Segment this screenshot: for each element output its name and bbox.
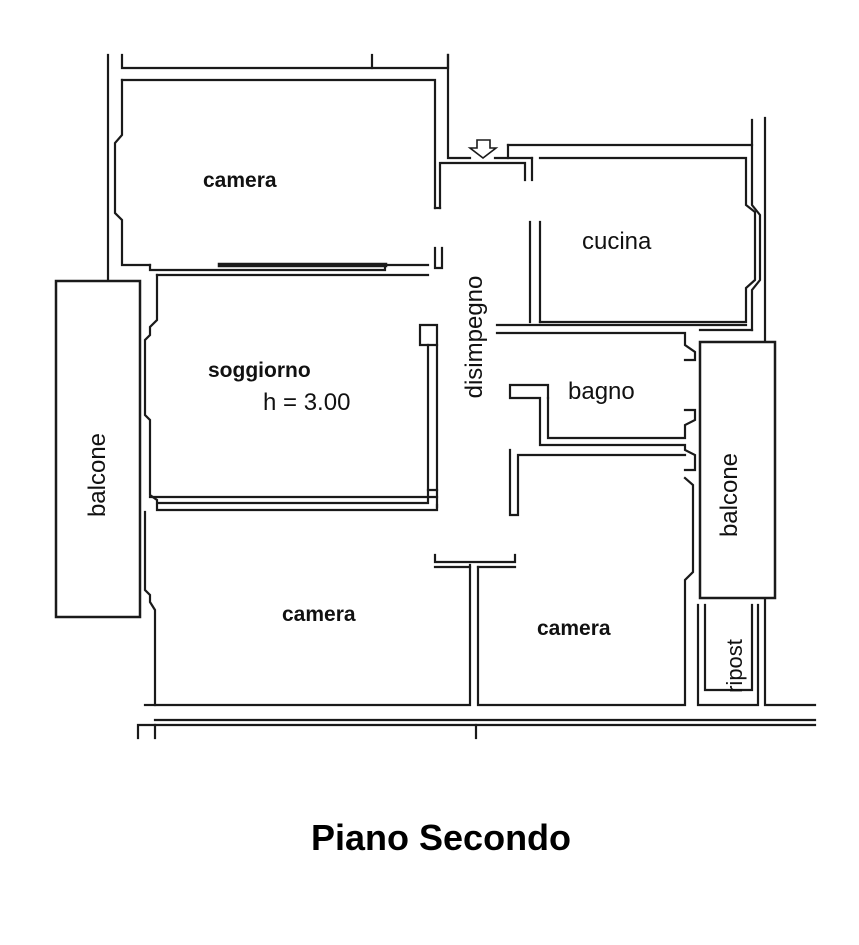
room-camera-top-walls (113, 78, 444, 272)
room-cucina-walls (495, 156, 757, 362)
label-camera-top: camera (203, 169, 277, 192)
label-camera-bottom-left: camera (282, 603, 356, 626)
balcony-right (698, 340, 777, 600)
label-disimpegno: disimpegno (461, 275, 488, 399)
label-balcone-right: balcone (716, 452, 743, 538)
room-disimpegno-walls (440, 156, 534, 182)
outer-walls (106, 53, 817, 740)
label-ceiling-height: h = 3.00 (263, 389, 351, 416)
room-bagno-walls (508, 383, 697, 517)
plan-title: Piano Secondo (311, 817, 572, 858)
label-balcone-left: balcone (84, 432, 111, 518)
entrance-arrow-icon (467, 139, 499, 160)
room-ripost-walls (696, 603, 760, 707)
label-soggiorno: soggiorno (208, 359, 311, 382)
label-bagno: bagno (568, 378, 635, 405)
room-soggiorno-walls (143, 273, 439, 509)
balcony-left (54, 279, 142, 619)
room-camera-bottom-walls (143, 476, 695, 707)
label-camera-bottom-right: camera (537, 617, 611, 640)
label-ripost: ripost (722, 639, 747, 693)
label-cucina: cucina (582, 228, 652, 255)
